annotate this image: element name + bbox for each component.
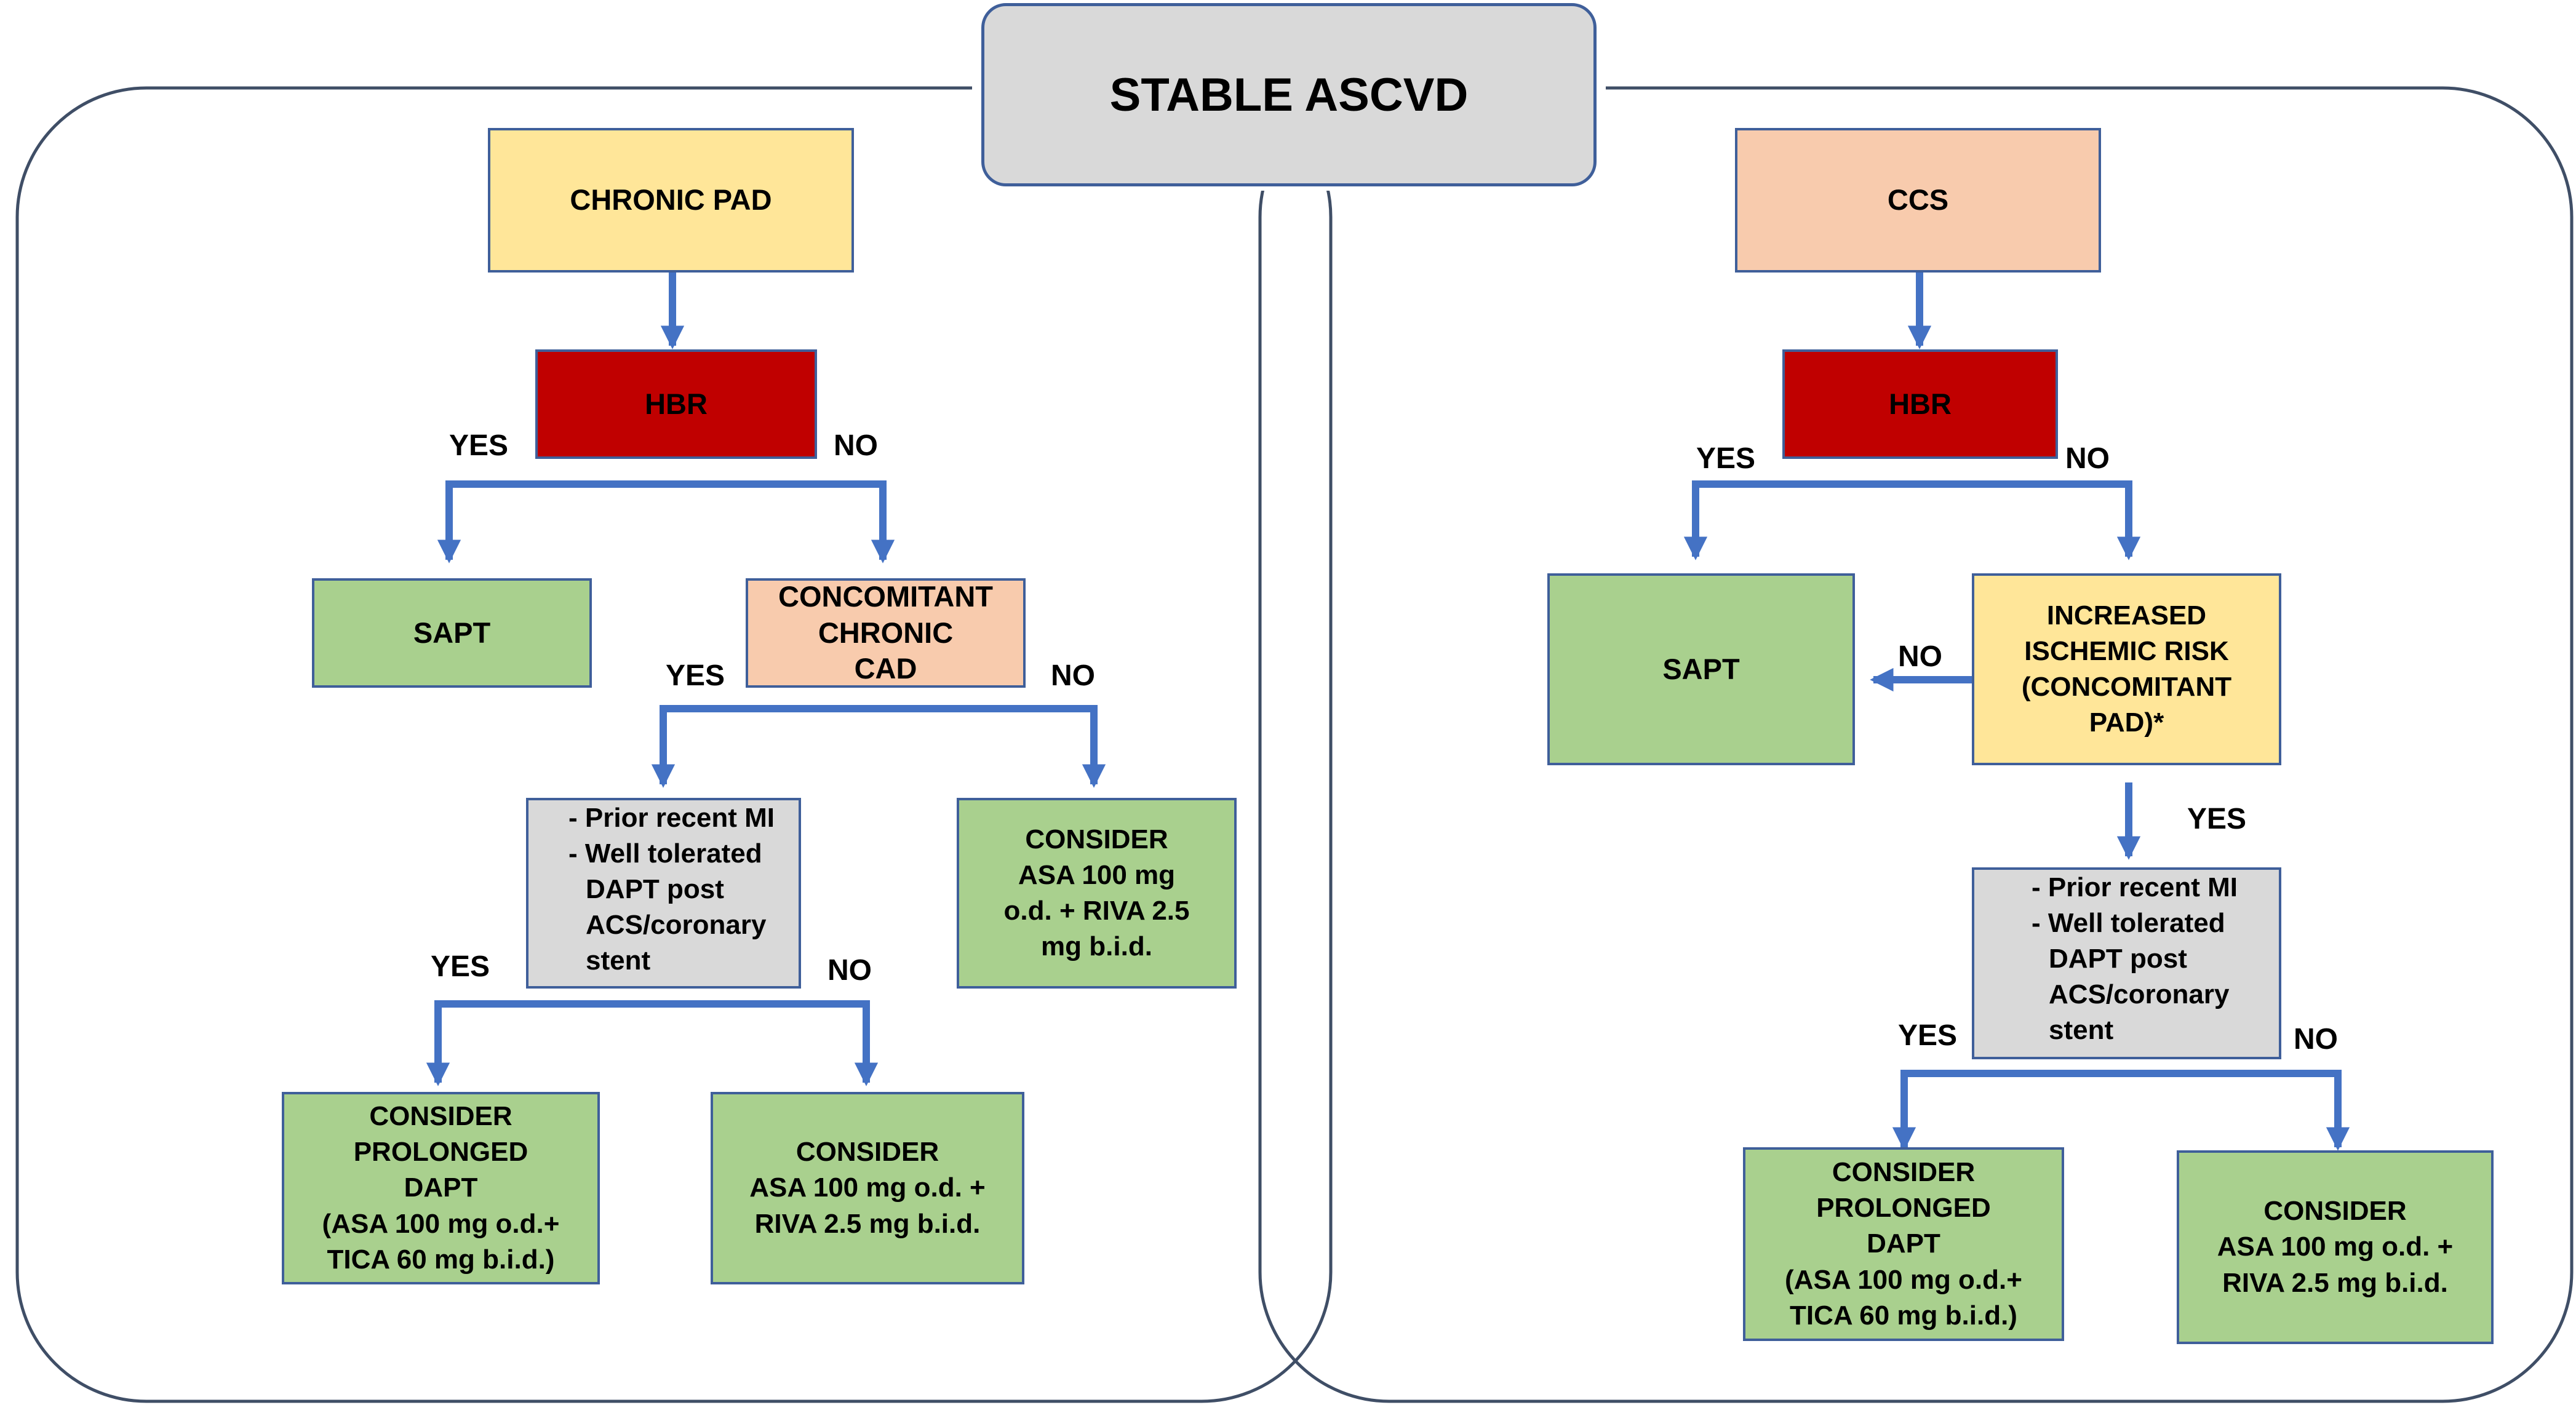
left-hbr-text: HBR	[645, 387, 708, 420]
right-consider-riva-line-1: CONSIDER	[2263, 1196, 2407, 1227]
right-criteria-line-1: - Prior recent MI	[2032, 872, 2238, 902]
left-hbr-no-label: NO	[834, 429, 878, 462]
left-consider-riva-no-cad-line-4: mg b.i.d.	[1041, 931, 1152, 962]
left-consider-dapt-box: CONSIDER PROLONGED DAPT (ASA 100 mg o.d.…	[282, 1092, 600, 1284]
left-consider-riva-line-3: RIVA 2.5 mg b.i.d.	[754, 1208, 981, 1239]
left-consider-riva-no-cad-line-1: CONSIDER	[1025, 824, 1168, 854]
right-sapt-text: SAPT	[1662, 652, 1740, 685]
left-consider-riva-line-1: CONSIDER	[796, 1137, 939, 1168]
ischemic-risk-line-3: (CONCOMITANT	[2021, 672, 2232, 702]
right-criteria-no-label: NO	[2294, 1023, 2338, 1056]
right-consider-dapt-line-3: DAPT	[1867, 1228, 1940, 1259]
right-hbr-no-label: NO	[2065, 442, 2110, 475]
right-consider-riva-box: CONSIDER ASA 100 mg o.d. + RIVA 2.5 mg b…	[2177, 1150, 2494, 1344]
right-criteria-line-5: stent	[2049, 1015, 2114, 1046]
left-consider-riva-line-2: ASA 100 mg o.d. +	[749, 1172, 986, 1203]
left-consider-riva-no-cad-box: CONSIDER ASA 100 mg o.d. + RIVA 2.5 mg b…	[957, 798, 1237, 989]
cad-no-label: NO	[1051, 659, 1095, 692]
ischemic-no-label: NO	[1898, 640, 1942, 673]
ischemic-risk-line-1: INCREASED	[2046, 600, 2207, 631]
chronic-pad-text: CHRONIC PAD	[570, 183, 772, 217]
left-criteria-line-3: DAPT post	[586, 874, 724, 905]
ccs-box: CCS	[1735, 128, 2101, 273]
right-criteria-box: - Prior recent MI - Well tolerated DAPT …	[1972, 867, 2281, 1059]
right-consider-dapt-line-2: PROLONGED	[1816, 1193, 1991, 1224]
left-sapt-box: SAPT	[312, 578, 592, 688]
left-consider-riva-box: CONSIDER ASA 100 mg o.d. + RIVA 2.5 mg b…	[711, 1092, 1024, 1284]
title-text: STABLE ASCVD	[1109, 68, 1469, 121]
left-criteria-line-4: ACS/coronary	[586, 910, 767, 941]
right-consider-dapt-line-5: TICA 60 mg b.i.d.)	[1790, 1300, 2017, 1331]
left-consider-dapt-line-3: DAPT	[404, 1172, 478, 1203]
ischemic-risk-line-4: PAD)*	[2089, 707, 2164, 738]
right-hbr-box: HBR	[1782, 349, 2058, 459]
right-consider-riva-line-2: ASA 100 mg o.d. +	[2217, 1232, 2454, 1262]
cad-yes-label: YES	[666, 659, 725, 692]
left-hbr-box: HBR	[535, 349, 817, 459]
left-consider-riva-no-cad-line-2: ASA 100 mg	[1018, 859, 1176, 890]
title-box: STABLE ASCVD	[981, 3, 1597, 186]
right-hbr-yes-label: YES	[1696, 442, 1756, 475]
right-consider-riva-line-3: RIVA 2.5 mg b.i.d.	[2222, 1267, 2448, 1298]
left-panel	[15, 86, 1333, 1403]
right-criteria-line-4: ACS/coronary	[2049, 979, 2230, 1010]
left-consider-dapt-line-5: TICA 60 mg b.i.d.)	[327, 1244, 555, 1275]
left-criteria-line-5: stent	[586, 945, 651, 976]
right-consider-dapt-box: CONSIDER PROLONGED DAPT (ASA 100 mg o.d.…	[1743, 1147, 2064, 1341]
left-criteria-box: - Prior recent MI - Well tolerated DAPT …	[526, 798, 801, 989]
right-panel	[1258, 86, 2574, 1403]
left-criteria-line-1: - Prior recent MI	[568, 803, 775, 833]
left-criteria-no-label: NO	[827, 954, 872, 987]
concomitant-cad-line-2: CHRONIC	[818, 616, 954, 649]
left-consider-dapt-line-2: PROLONGED	[353, 1137, 528, 1168]
left-sapt-text: SAPT	[413, 616, 491, 649]
concomitant-cad-line-1: CONCOMITANT	[778, 579, 993, 613]
right-criteria-line-2: - Well tolerated	[2032, 908, 2225, 939]
chronic-pad-box: CHRONIC PAD	[488, 128, 854, 273]
right-criteria-yes-label: YES	[1898, 1019, 1958, 1052]
right-criteria-line-3: DAPT post	[2049, 944, 2187, 974]
left-consider-riva-no-cad-line-3: o.d. + RIVA 2.5	[1003, 896, 1190, 926]
left-consider-dapt-line-1: CONSIDER	[369, 1101, 512, 1132]
ccs-text: CCS	[1887, 183, 1949, 217]
ischemic-risk-box: INCREASED ISCHEMIC RISK (CONCOMITANT PAD…	[1972, 573, 2281, 765]
left-criteria-yes-label: YES	[431, 950, 490, 983]
ischemic-risk-line-2: ISCHEMIC RISK	[2024, 635, 2229, 666]
right-sapt-box: SAPT	[1547, 573, 1855, 765]
right-consider-dapt-line-4: (ASA 100 mg o.d.+	[1785, 1264, 2022, 1295]
left-consider-dapt-line-4: (ASA 100 mg o.d.+	[322, 1208, 560, 1239]
left-criteria-line-2: - Well tolerated	[568, 838, 762, 869]
right-hbr-text: HBR	[1889, 387, 1952, 420]
concomitant-cad-box: CONCOMITANT CHRONIC CAD	[746, 578, 1026, 688]
left-hbr-yes-label: YES	[449, 429, 509, 462]
right-consider-dapt-line-1: CONSIDER	[1832, 1157, 1976, 1188]
concomitant-cad-line-3: CAD	[854, 652, 917, 685]
ischemic-yes-label: YES	[2187, 803, 2247, 835]
